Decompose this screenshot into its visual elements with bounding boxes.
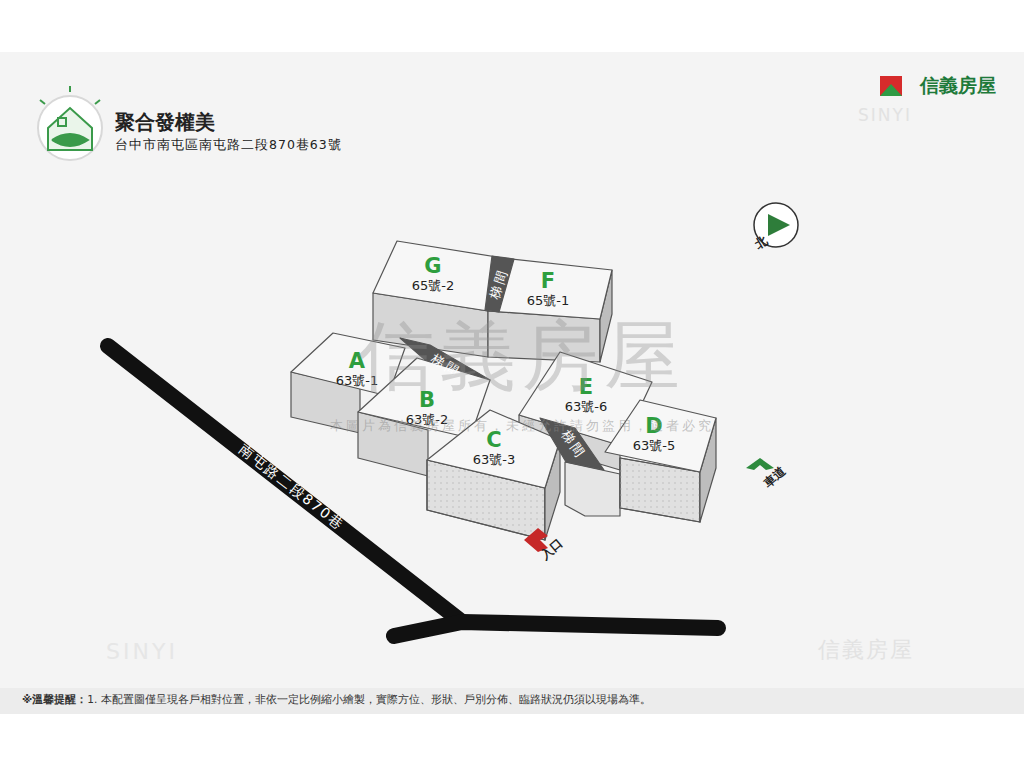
brand-logo: 信義房屋 [920,75,996,97]
copyright-notice: 本圖片為信義房屋所有，未經允許請勿盜用，違者必究 [330,419,714,434]
unit-number: 63號-6 [565,399,608,415]
brand-watermark: SINYI [858,106,912,126]
unit-letter: F [527,270,570,293]
watermark: 信義房屋 [358,312,686,399]
unit-block: F65號-1 [527,270,570,309]
brand-watermark: SINYI [106,639,178,664]
unit-number: 65號-1 [527,293,570,309]
unit-block: G65號-2 [412,255,455,294]
unit-number: 63號-3 [473,452,516,468]
unit-number: 65號-2 [412,278,455,294]
footer-note: ※溫馨提醒：1. 本配置圖僅呈現各戶相對位置，非依一定比例縮小繪製，實際方位、形… [22,693,651,707]
note-heading: ※溫馨提醒： [22,693,87,707]
brand-watermark: 信義房屋 [818,637,914,662]
unit-letter: G [412,255,455,278]
title: 聚合發權美 [115,111,215,134]
unit-number: 63號-5 [633,438,676,454]
unit-block: C63號-3 [473,429,516,468]
address-caption: 台中市南屯區南屯路二段870巷63號 [115,138,342,152]
note-text: 1. 本配置圖僅呈現各戶相對位置，非依一定比例縮小繪製，實際方位、形狀、戶別分佈… [87,693,650,707]
